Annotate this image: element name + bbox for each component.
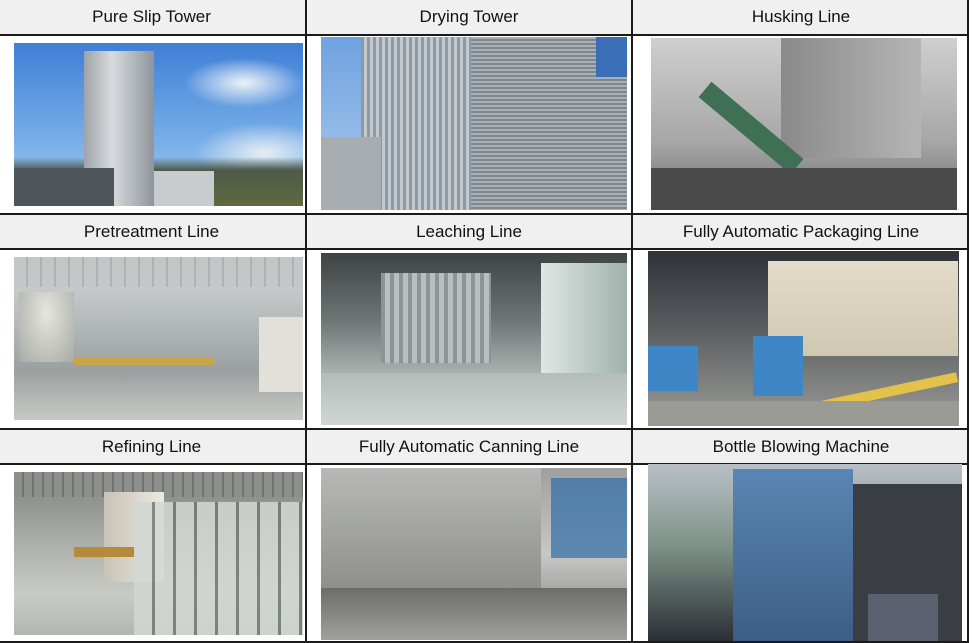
floor-shape xyxy=(651,168,957,210)
pipes-shape xyxy=(381,273,491,363)
header-cell-leaching-line: Leaching Line xyxy=(307,215,631,249)
floor-shape xyxy=(648,401,959,426)
building-shape xyxy=(14,168,114,206)
windows-shape xyxy=(541,263,627,383)
pure-slip-tower-photo xyxy=(14,43,303,206)
cell-title: Husking Line xyxy=(751,7,851,26)
header-cell-drying-tower: Drying Tower xyxy=(307,0,631,34)
shed-shape xyxy=(321,137,381,210)
pretreatment-line-photo xyxy=(14,257,303,420)
row-divider xyxy=(0,248,969,250)
header-cell-husking-line: Husking Line xyxy=(633,0,969,34)
machine-housing-shape xyxy=(321,468,541,588)
packaging-line-photo xyxy=(648,251,959,426)
header-cell-packaging-line: Fully Automatic Packaging Line xyxy=(633,215,969,249)
drying-tower-photo xyxy=(321,37,627,210)
canning-line-photo xyxy=(321,468,627,640)
floor-shape xyxy=(321,373,627,425)
cell-title: Pure Slip Tower xyxy=(92,7,211,26)
column-divider xyxy=(305,0,307,642)
machine-blue-shape xyxy=(753,336,803,396)
glass-partition-shape xyxy=(134,502,303,635)
cell-title: Pretreatment Line xyxy=(83,222,220,241)
leaching-line-photo xyxy=(321,253,627,425)
cell-title: Refining Line xyxy=(101,437,202,456)
conveyor-floor-shape xyxy=(321,588,627,640)
roof-shape xyxy=(596,37,627,77)
roof-trusses-shape xyxy=(14,257,303,287)
structure-shape xyxy=(781,38,921,158)
row-divider xyxy=(0,34,969,36)
header-cell-bottle-blowing-machine: Bottle Blowing Machine xyxy=(633,430,969,464)
table-bottom-border xyxy=(0,641,969,643)
cell-title: Bottle Blowing Machine xyxy=(712,437,890,456)
cell-title: Fully Automatic Packaging Line xyxy=(682,222,920,241)
tanks-shape xyxy=(154,171,214,206)
cell-title: Leaching Line xyxy=(416,222,522,241)
machine-body-shape xyxy=(733,469,853,641)
bottle-blowing-machine-photo xyxy=(648,464,962,641)
hopper-shape xyxy=(259,317,303,392)
header-cell-canning-line: Fully Automatic Canning Line xyxy=(307,430,631,464)
cell-title: Drying Tower xyxy=(419,7,519,26)
header-cell-refining-line: Refining Line xyxy=(0,430,305,464)
box-shape xyxy=(868,594,938,641)
machine-blue-shape xyxy=(648,346,698,391)
row-divider xyxy=(0,463,969,465)
refining-line-photo xyxy=(14,472,303,635)
husking-line-photo xyxy=(651,38,957,210)
row-divider xyxy=(0,428,969,430)
railing-shape xyxy=(74,547,134,557)
row-divider xyxy=(0,213,969,215)
railing-shape xyxy=(74,357,214,365)
header-cell-pure-slip-tower: Pure Slip Tower xyxy=(0,0,305,34)
background-equipment-shape xyxy=(551,478,627,558)
header-cell-pretreatment-line: Pretreatment Line xyxy=(0,215,305,249)
cell-title: Fully Automatic Canning Line xyxy=(358,437,580,456)
column-divider xyxy=(631,0,633,642)
table-right-border xyxy=(967,0,969,642)
cyclones-shape xyxy=(19,292,74,362)
